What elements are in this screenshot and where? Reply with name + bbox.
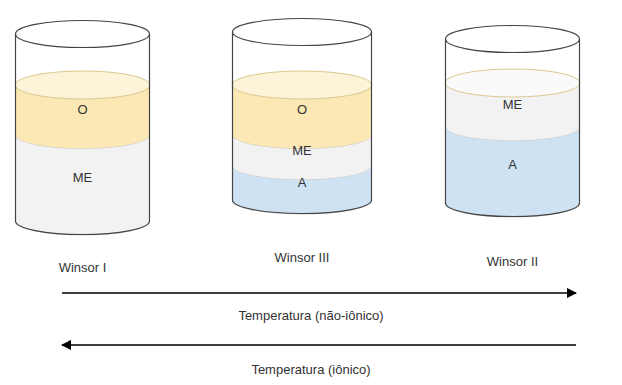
- phase-label: A: [508, 157, 517, 173]
- phase-fill: [232, 135, 372, 180]
- phase-surface: [445, 69, 580, 97]
- beaker-title: Winsor III: [232, 250, 372, 266]
- beaker-wall: [446, 39, 580, 217]
- beaker-rim: [16, 21, 150, 48]
- phase-fill: [445, 127, 580, 217]
- beaker-rim: [233, 19, 372, 46]
- liquid-phase: A: [445, 113, 580, 217]
- phase-surface: [232, 71, 372, 99]
- phase-label: O: [77, 102, 87, 118]
- phase-fill: [15, 135, 150, 235]
- phase-boundary: [15, 221, 150, 235]
- beaker: MEAWinsor II: [445, 25, 580, 217]
- axis-label: Temperatura (não-iônico): [0, 308, 622, 324]
- beaker-title: Winsor I: [15, 260, 150, 276]
- axis-label: Temperatura (iônico): [0, 362, 622, 378]
- arrow-right: [62, 292, 576, 293]
- beaker-wall: [16, 34, 150, 235]
- phase-label: O: [297, 102, 307, 118]
- phase-boundary: [232, 200, 372, 214]
- phase-label: ME: [73, 170, 93, 186]
- phase-surface: [15, 71, 150, 99]
- phase-boundary: [445, 203, 580, 217]
- phase-label: A: [298, 175, 307, 191]
- phase-label: ME: [292, 143, 312, 159]
- beaker-wall: [233, 32, 372, 214]
- liquid-phase: A: [232, 152, 372, 214]
- arrow-left: [62, 344, 576, 345]
- liquid-phase: ME: [232, 121, 372, 180]
- liquid-phase: ME: [445, 69, 580, 141]
- beaker: OMEWinsor I: [15, 20, 150, 235]
- beaker-title: Winsor II: [445, 254, 580, 270]
- beaker: OMEAWinsor III: [232, 18, 372, 214]
- liquid-phase: O: [232, 71, 372, 149]
- phase-label: ME: [503, 97, 523, 113]
- beaker-rim: [446, 26, 580, 53]
- liquid-phase: ME: [15, 121, 150, 235]
- liquid-phase: O: [15, 71, 150, 149]
- phase-fill: [232, 166, 372, 214]
- beaker-outline: [15, 20, 150, 235]
- beaker-outline: [445, 25, 580, 217]
